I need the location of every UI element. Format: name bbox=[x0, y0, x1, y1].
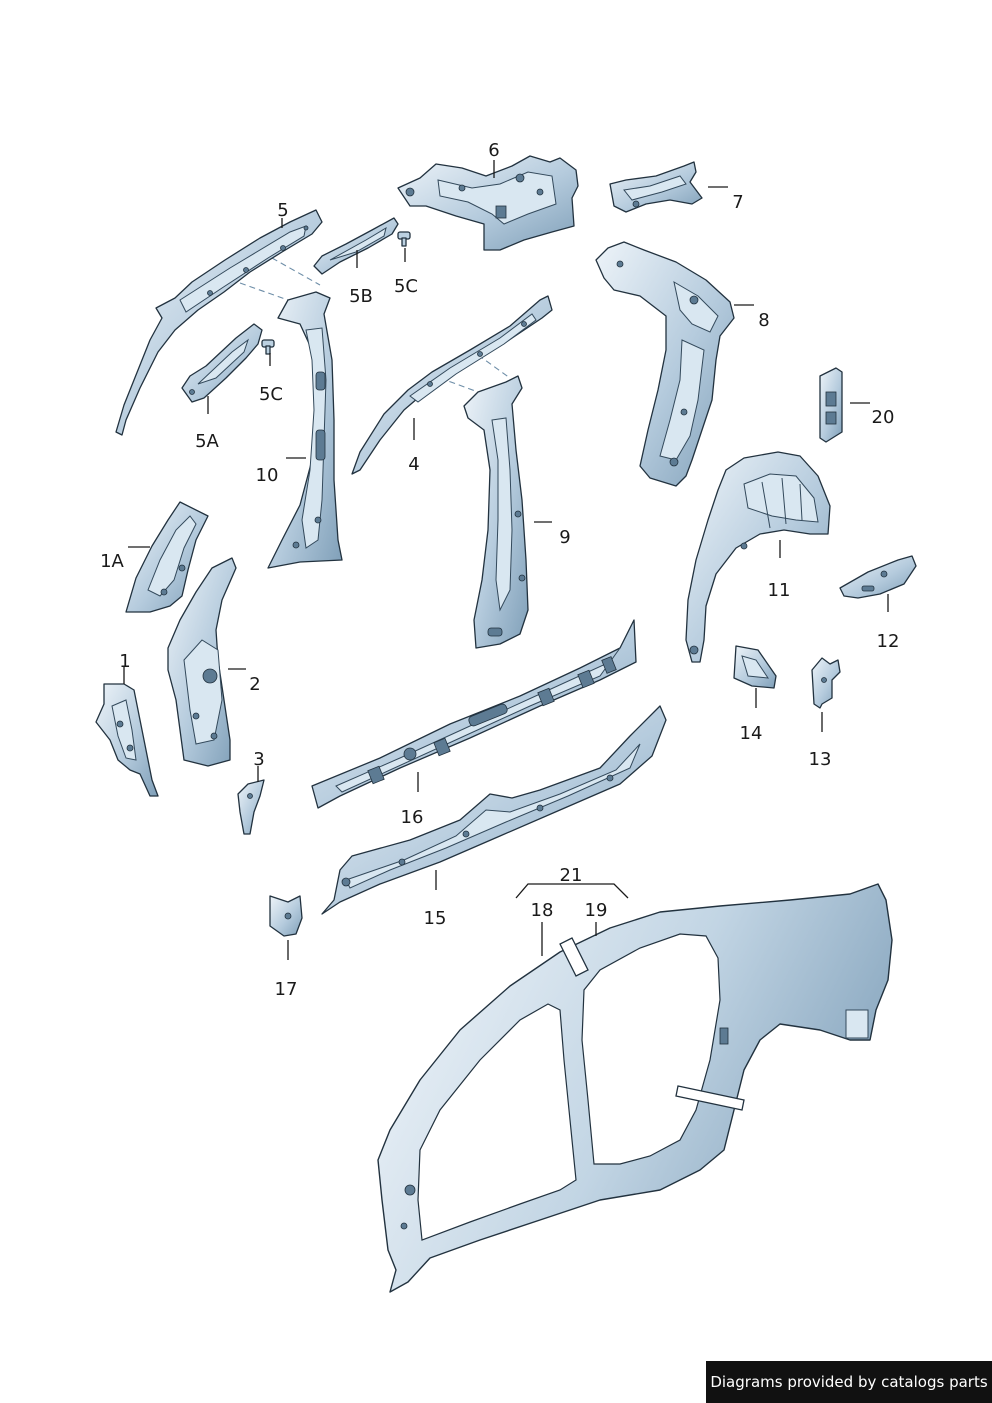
bolt-5c-upper-icon[interactable] bbox=[397, 231, 411, 247]
part-6-rear-upper-frame[interactable] bbox=[397, 155, 579, 251]
part-15-sill-panel[interactable] bbox=[321, 705, 667, 915]
label-5: 5 bbox=[277, 200, 288, 221]
part-8-c-pillar-inner[interactable] bbox=[595, 241, 735, 487]
label-19: 19 bbox=[585, 900, 608, 921]
part-17-bracket[interactable] bbox=[269, 895, 303, 937]
part-3-small-bracket[interactable] bbox=[237, 779, 265, 835]
label-13: 13 bbox=[809, 749, 832, 770]
label-2: 2 bbox=[249, 674, 260, 695]
part-20-plate[interactable] bbox=[819, 367, 843, 443]
assembly-lines bbox=[239, 257, 511, 393]
part-labels: 6 7 5 5B 5C 8 5C 20 5A 4 10 9 1A 11 12 1… bbox=[100, 140, 899, 1000]
label-17: 17 bbox=[275, 979, 298, 1000]
label-15: 15 bbox=[424, 908, 447, 929]
part-16-sill-reinforcement[interactable] bbox=[311, 619, 637, 809]
label-4: 4 bbox=[408, 454, 419, 475]
label-7: 7 bbox=[732, 192, 743, 213]
part-2-a-pillar-lower[interactable] bbox=[167, 557, 237, 767]
credit-text: Diagrams provided by catalogs parts bbox=[710, 1373, 988, 1391]
part-4-roof-rail[interactable] bbox=[351, 295, 553, 475]
part-1a-a-pillar-reinforcement[interactable] bbox=[125, 501, 209, 613]
label-5b: 5B bbox=[349, 286, 373, 307]
label-16: 16 bbox=[401, 807, 424, 828]
part-7-bracket[interactable] bbox=[609, 161, 703, 213]
label-5a: 5A bbox=[195, 431, 219, 452]
part-12-bracket[interactable] bbox=[839, 555, 917, 599]
part-21-side-panel[interactable] bbox=[377, 883, 893, 1293]
part-5a-bracket[interactable] bbox=[181, 323, 263, 403]
bolt-5c-lower-icon[interactable] bbox=[261, 339, 275, 355]
part-10-b-pillar-inner[interactable] bbox=[267, 291, 343, 569]
label-1: 1 bbox=[119, 651, 130, 672]
label-20: 20 bbox=[872, 407, 895, 428]
label-5c-upper: 5C bbox=[394, 276, 418, 297]
label-3: 3 bbox=[253, 749, 264, 770]
label-5c-lower: 5C bbox=[259, 384, 283, 405]
label-21: 21 bbox=[560, 865, 583, 886]
credit-banner: Diagrams provided by catalogs parts bbox=[706, 1361, 992, 1403]
part-11-wheel-house[interactable] bbox=[685, 451, 831, 663]
label-9: 9 bbox=[559, 527, 570, 548]
leader-lines bbox=[123, 160, 889, 960]
part-5b-bracket[interactable] bbox=[313, 217, 399, 275]
part-1-hinge-pillar[interactable] bbox=[95, 683, 159, 797]
part-14-bracket[interactable] bbox=[733, 645, 777, 689]
label-10: 10 bbox=[256, 465, 279, 486]
label-18: 18 bbox=[531, 900, 554, 921]
label-1a: 1A bbox=[100, 551, 124, 572]
label-8: 8 bbox=[758, 310, 769, 331]
part-5-a-pillar-upper[interactable] bbox=[115, 209, 323, 436]
label-11: 11 bbox=[768, 580, 791, 601]
label-14: 14 bbox=[740, 723, 763, 744]
label-12: 12 bbox=[877, 631, 900, 652]
part-13-clip[interactable] bbox=[811, 657, 841, 709]
label-6: 6 bbox=[488, 140, 499, 161]
part-9-b-pillar-reinforcement[interactable] bbox=[463, 375, 529, 649]
